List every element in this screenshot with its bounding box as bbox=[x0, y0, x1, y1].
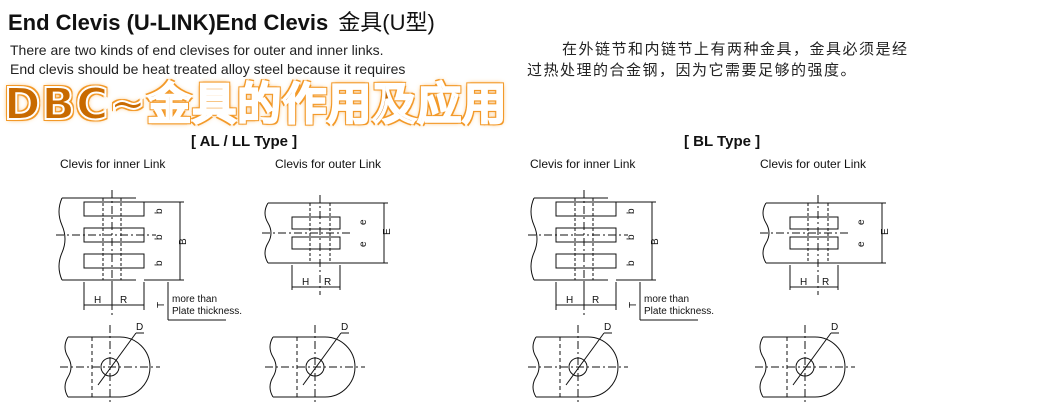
dim-T: T bbox=[628, 302, 639, 308]
dim-b: b bbox=[626, 260, 637, 266]
note-more-than: more than bbox=[644, 294, 689, 305]
page-title: End Clevis (U-LINK)End Clevis 金具(U型) bbox=[8, 10, 435, 36]
note-plate-thickness: Plate thickness. bbox=[644, 306, 714, 317]
dim-e: e bbox=[358, 219, 369, 225]
dim-b: b bbox=[626, 234, 637, 240]
dim-B: B bbox=[650, 238, 661, 245]
watermark-banner: DBC~金具的作用及应用 bbox=[3, 79, 508, 130]
bl-outer-pin-drawing: D bbox=[755, 322, 855, 405]
bl-inner-label: Clevis for inner Link bbox=[530, 157, 636, 171]
dim-R: R bbox=[822, 277, 829, 288]
dim-T: T bbox=[156, 302, 167, 308]
dim-e: e bbox=[856, 241, 867, 247]
intro-en-line2: End clevis should be heat treated alloy … bbox=[10, 61, 406, 77]
dim-D: D bbox=[604, 322, 611, 333]
dim-b: b bbox=[154, 260, 165, 266]
dim-H: H bbox=[800, 277, 807, 288]
dim-D: D bbox=[341, 322, 348, 333]
dim-R: R bbox=[592, 295, 599, 306]
intro-en-line1: There are two kinds of end clevises for … bbox=[10, 42, 384, 58]
dim-D: D bbox=[136, 322, 143, 333]
al-outer-clevis-drawing: Ee eH R bbox=[262, 195, 393, 295]
dim-D: D bbox=[831, 322, 838, 333]
dim-H: H bbox=[94, 295, 101, 306]
al-inner-pin-drawing: D bbox=[60, 322, 160, 405]
note-plate-thickness: Plate thickness. bbox=[172, 306, 242, 317]
note-more-than: more than bbox=[172, 294, 217, 305]
intro-cn-line2: 过热处理的合金钢，因为它需要足够的强度。 bbox=[527, 61, 858, 79]
al-ll-type-heading: [ AL / LL Type ] bbox=[191, 133, 298, 150]
al-outer-label: Clevis for outer Link bbox=[275, 157, 382, 171]
dim-e: e bbox=[358, 241, 369, 247]
dim-b: b bbox=[154, 208, 165, 214]
dim-H: H bbox=[302, 277, 309, 288]
dim-b: b bbox=[626, 208, 637, 214]
dim-R: R bbox=[324, 277, 331, 288]
dim-E: E bbox=[880, 228, 891, 235]
dim-R: R bbox=[120, 295, 127, 306]
dim-e: e bbox=[856, 219, 867, 225]
title-en: End Clevis (U-LINK)End Clevis bbox=[8, 10, 329, 35]
dim-H: H bbox=[566, 295, 573, 306]
bl-type-heading: [ BL Type ] bbox=[684, 133, 761, 150]
bl-outer-label: Clevis for outer Link bbox=[760, 157, 867, 171]
bl-inner-pin-drawing: D bbox=[528, 322, 628, 405]
intro-cn-line1: 在外链节和内链节上有两种金具，金具必须是经 bbox=[562, 40, 909, 58]
bl-outer-clevis-drawing: Ee eH R bbox=[760, 195, 891, 295]
al-inner-label: Clevis for inner Link bbox=[60, 157, 166, 171]
title-cn: 金具(U型) bbox=[338, 10, 435, 35]
al-outer-pin-drawing: D bbox=[265, 322, 365, 405]
dim-b: b bbox=[154, 234, 165, 240]
dim-B: B bbox=[178, 238, 189, 245]
dim-E: E bbox=[382, 228, 393, 235]
